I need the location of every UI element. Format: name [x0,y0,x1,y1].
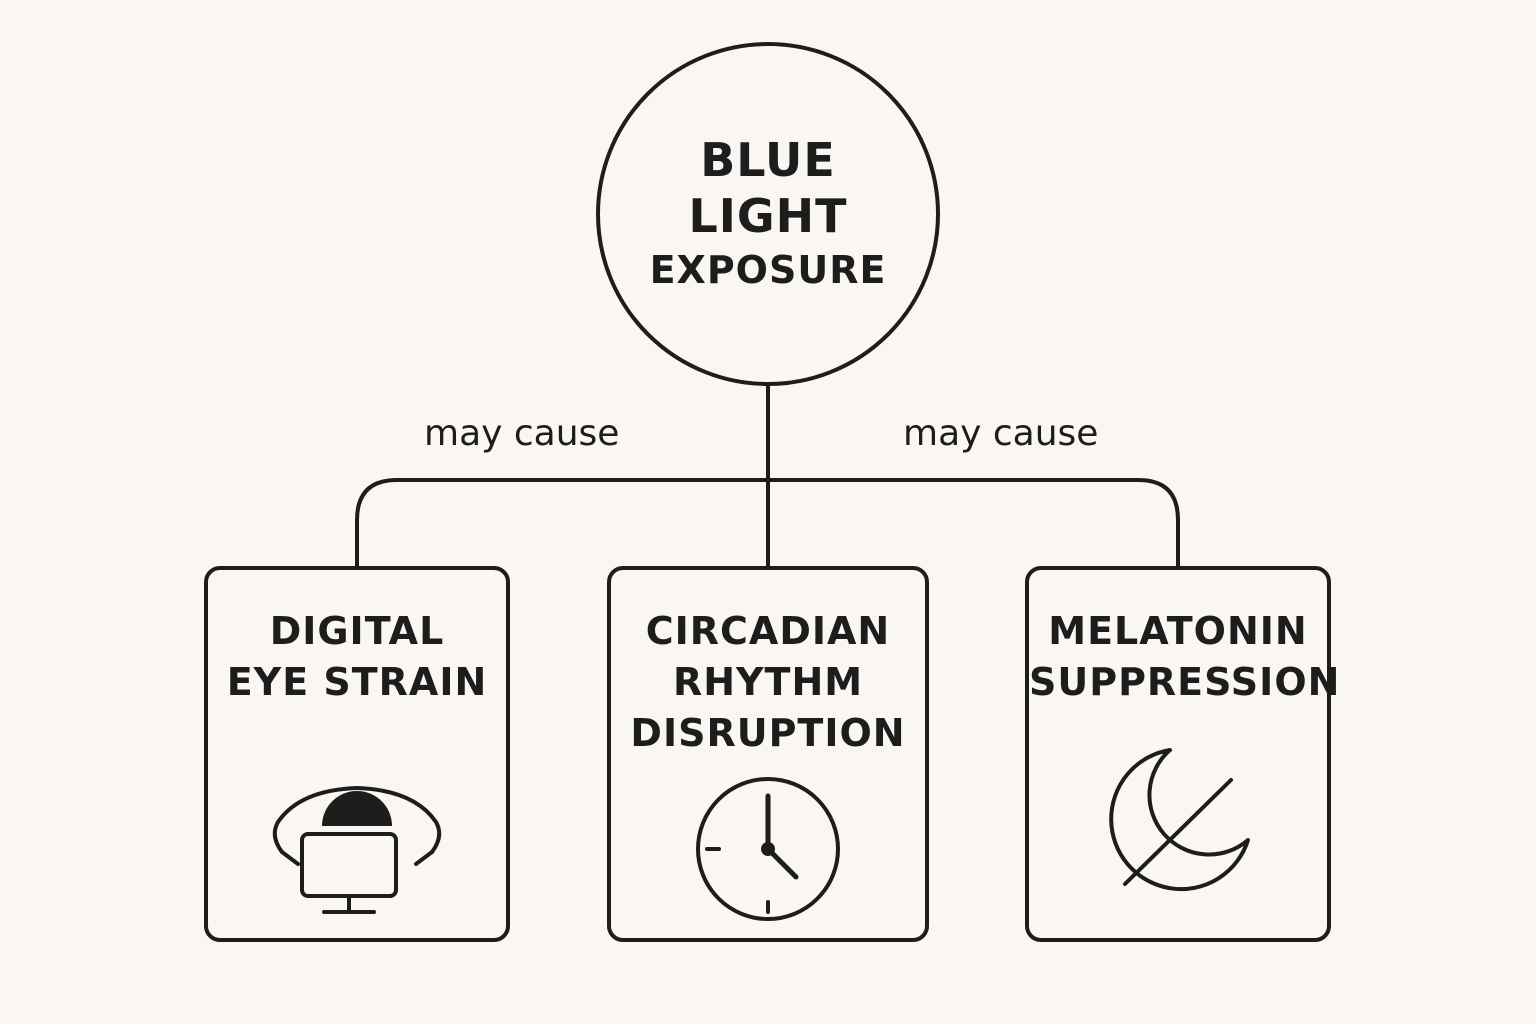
effect-title: MELATONIN SUPPRESSION [1029,606,1341,708]
effect-box-digital-eye-strain: DIGITAL EYE STRAIN [204,566,510,942]
effect-title-line-3: DISRUPTION [630,711,906,755]
root-title-line-3: EXPOSURE [649,248,887,292]
effect-title: DIGITAL EYE STRAIN [208,606,506,708]
effect-title-line-1: MELATONIN [1048,609,1308,653]
eye-monitor-icon [272,785,442,914]
effect-box-melatonin-suppression: MELATONIN SUPPRESSION [1025,566,1341,942]
effect-box-circadian-rhythm-disruption: CIRCADIAN RHYTHM DISRUPTION [607,566,929,942]
effect-title: CIRCADIAN RHYTHM DISRUPTION [611,606,925,759]
root-node-blue-light-exposure: BLUE LIGHT EXPOSURE [596,42,940,386]
branch-line [355,478,1180,566]
effect-title-line-1: DIGITAL [269,609,445,653]
edge-label-left: may cause [424,413,620,454]
clock-icon [696,777,840,921]
root-title-line-1: BLUE [700,133,836,187]
effect-title-line-2: EYE STRAIN [226,660,488,704]
edge-label-right: may cause [903,413,1099,454]
effect-title-line-1: CIRCADIAN [645,609,891,653]
crossed-moon-icon [1109,748,1250,892]
root-title-line-2: LIGHT [688,189,848,243]
effect-title-line-2: SUPPRESSION [1029,660,1341,704]
effect-title-line-2: RHYTHM [672,660,864,704]
